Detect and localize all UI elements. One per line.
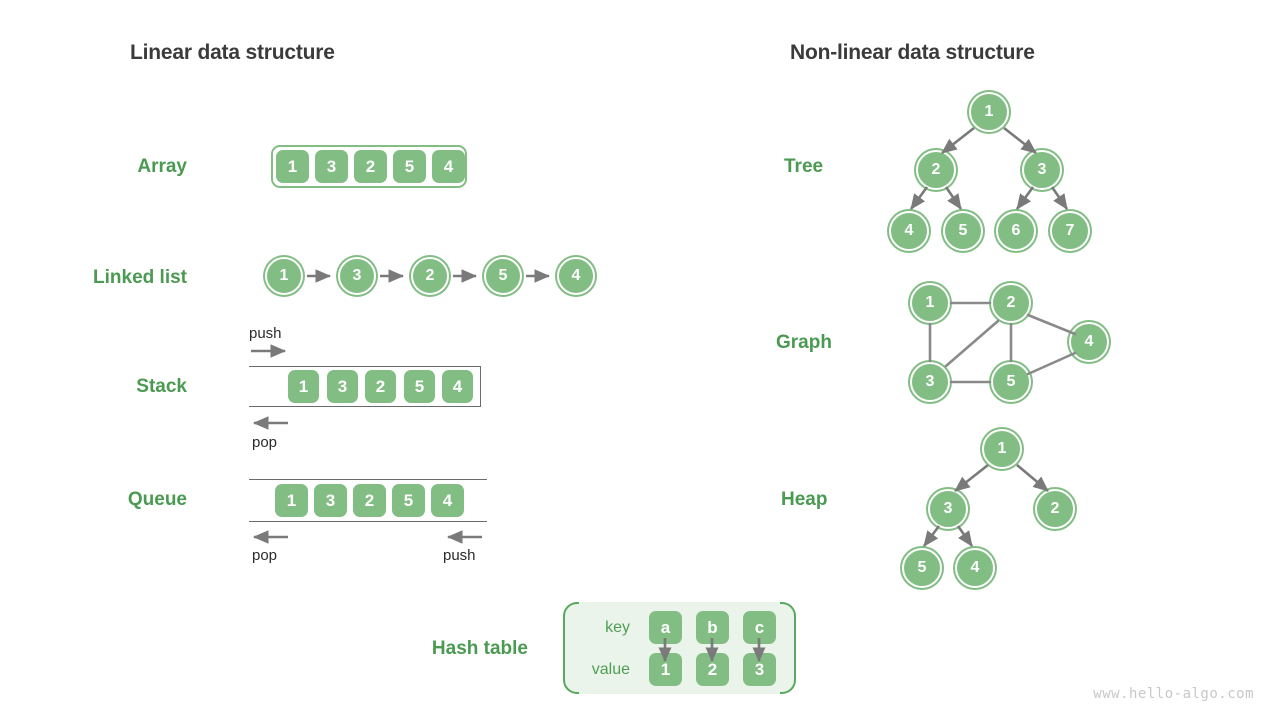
hash-value-cell: 3 (743, 653, 776, 686)
hash-value-cell: 2 (696, 653, 729, 686)
queue-cell: 2 (353, 484, 386, 517)
heap-edge (922, 525, 941, 547)
tree-node: 7 (1050, 211, 1090, 251)
array-cell: 5 (393, 150, 426, 183)
heap-edge (1016, 464, 1049, 492)
tree-node: 3 (1022, 150, 1062, 190)
heap-node: 1 (982, 429, 1022, 469)
heap-edge (954, 463, 989, 493)
label-tree: Tree (784, 156, 824, 177)
linked-list-node: 1 (265, 257, 303, 295)
queue-push-label: push (443, 547, 476, 564)
heap-node: 4 (955, 548, 995, 588)
queue-cell: 3 (314, 484, 347, 517)
graph-node: 3 (910, 362, 950, 402)
nonlinear-section-title: Non-linear data structure (790, 41, 1035, 64)
stack-push-label: push (249, 325, 282, 342)
label-heap: Heap (781, 489, 828, 510)
hash-table-right-bracket (780, 602, 796, 694)
label-array: Array (137, 156, 187, 177)
linked-list-node: 2 (411, 257, 449, 295)
linked-list-node: 5 (484, 257, 522, 295)
tree-edge (909, 186, 929, 210)
tree-node: 5 (943, 211, 983, 251)
hash-key-cell: a (649, 611, 682, 644)
queue-bottom-rule (249, 521, 487, 522)
label-queue: Queue (127, 489, 187, 510)
stack-cell: 4 (442, 370, 473, 403)
label-stack: Stack (136, 376, 187, 397)
stack-cell: 3 (327, 370, 358, 403)
graph-edge (1026, 351, 1077, 376)
tree-edge (1015, 186, 1035, 210)
linked-list-node: 4 (557, 257, 595, 295)
heap-node: 3 (928, 489, 968, 529)
tree-node: 6 (996, 211, 1036, 251)
label-hash-table: Hash table (431, 638, 528, 659)
stack-frame (249, 366, 481, 407)
tree-node: 2 (916, 150, 956, 190)
array-frame (271, 145, 467, 188)
linear-section-title: Linear data structure (130, 41, 335, 64)
array-cell: 3 (315, 150, 348, 183)
heap-node: 2 (1035, 489, 1075, 529)
graph-node: 1 (910, 283, 950, 323)
array-cell: 4 (432, 150, 465, 183)
tree-node: 1 (969, 92, 1009, 132)
hash-key-label: key (605, 619, 630, 636)
label-linked-list: Linked list (93, 267, 187, 288)
stack-cell: 2 (365, 370, 396, 403)
graph-edge (944, 319, 1000, 368)
stack-cell: 5 (404, 370, 435, 403)
stack-pop-label: pop (252, 434, 278, 451)
heap-node: 5 (902, 548, 942, 588)
linked-list-node: 3 (338, 257, 376, 295)
graph-node: 4 (1069, 322, 1109, 362)
queue-cell: 4 (431, 484, 464, 517)
hash-value-label: value (591, 661, 630, 678)
graph-edge (1026, 313, 1077, 336)
heap-edge (956, 525, 974, 547)
label-graph: Graph (776, 332, 832, 353)
hash-key-cell: b (696, 611, 729, 644)
watermark: www.hello-algo.com (1093, 686, 1254, 702)
graph-node: 5 (991, 362, 1031, 402)
queue-cell: 5 (392, 484, 425, 517)
hash-value-cell: 1 (649, 653, 682, 686)
graph-node: 2 (991, 283, 1031, 323)
queue-cell: 1 (275, 484, 308, 517)
queue-pop-label: pop (252, 547, 278, 564)
queue-top-rule (249, 479, 487, 480)
hash-table-left-bracket (563, 602, 579, 694)
tree-edge (1050, 186, 1069, 210)
hash-key-cell: c (743, 611, 776, 644)
array-cell: 2 (354, 150, 387, 183)
tree-node: 4 (889, 211, 929, 251)
tree-edge (944, 186, 963, 210)
stack-cell: 1 (288, 370, 319, 403)
tree-edge (1003, 126, 1037, 155)
array-cell: 1 (276, 150, 309, 183)
tree-edge (941, 126, 975, 155)
